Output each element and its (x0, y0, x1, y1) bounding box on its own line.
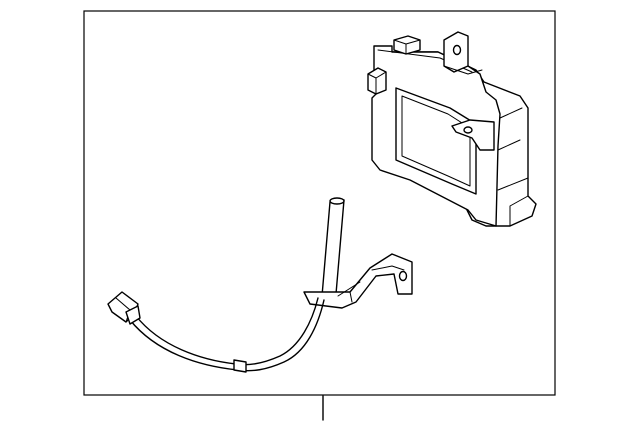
control-module-icon (367, 31, 537, 227)
antenna-cable-icon (107, 197, 413, 373)
